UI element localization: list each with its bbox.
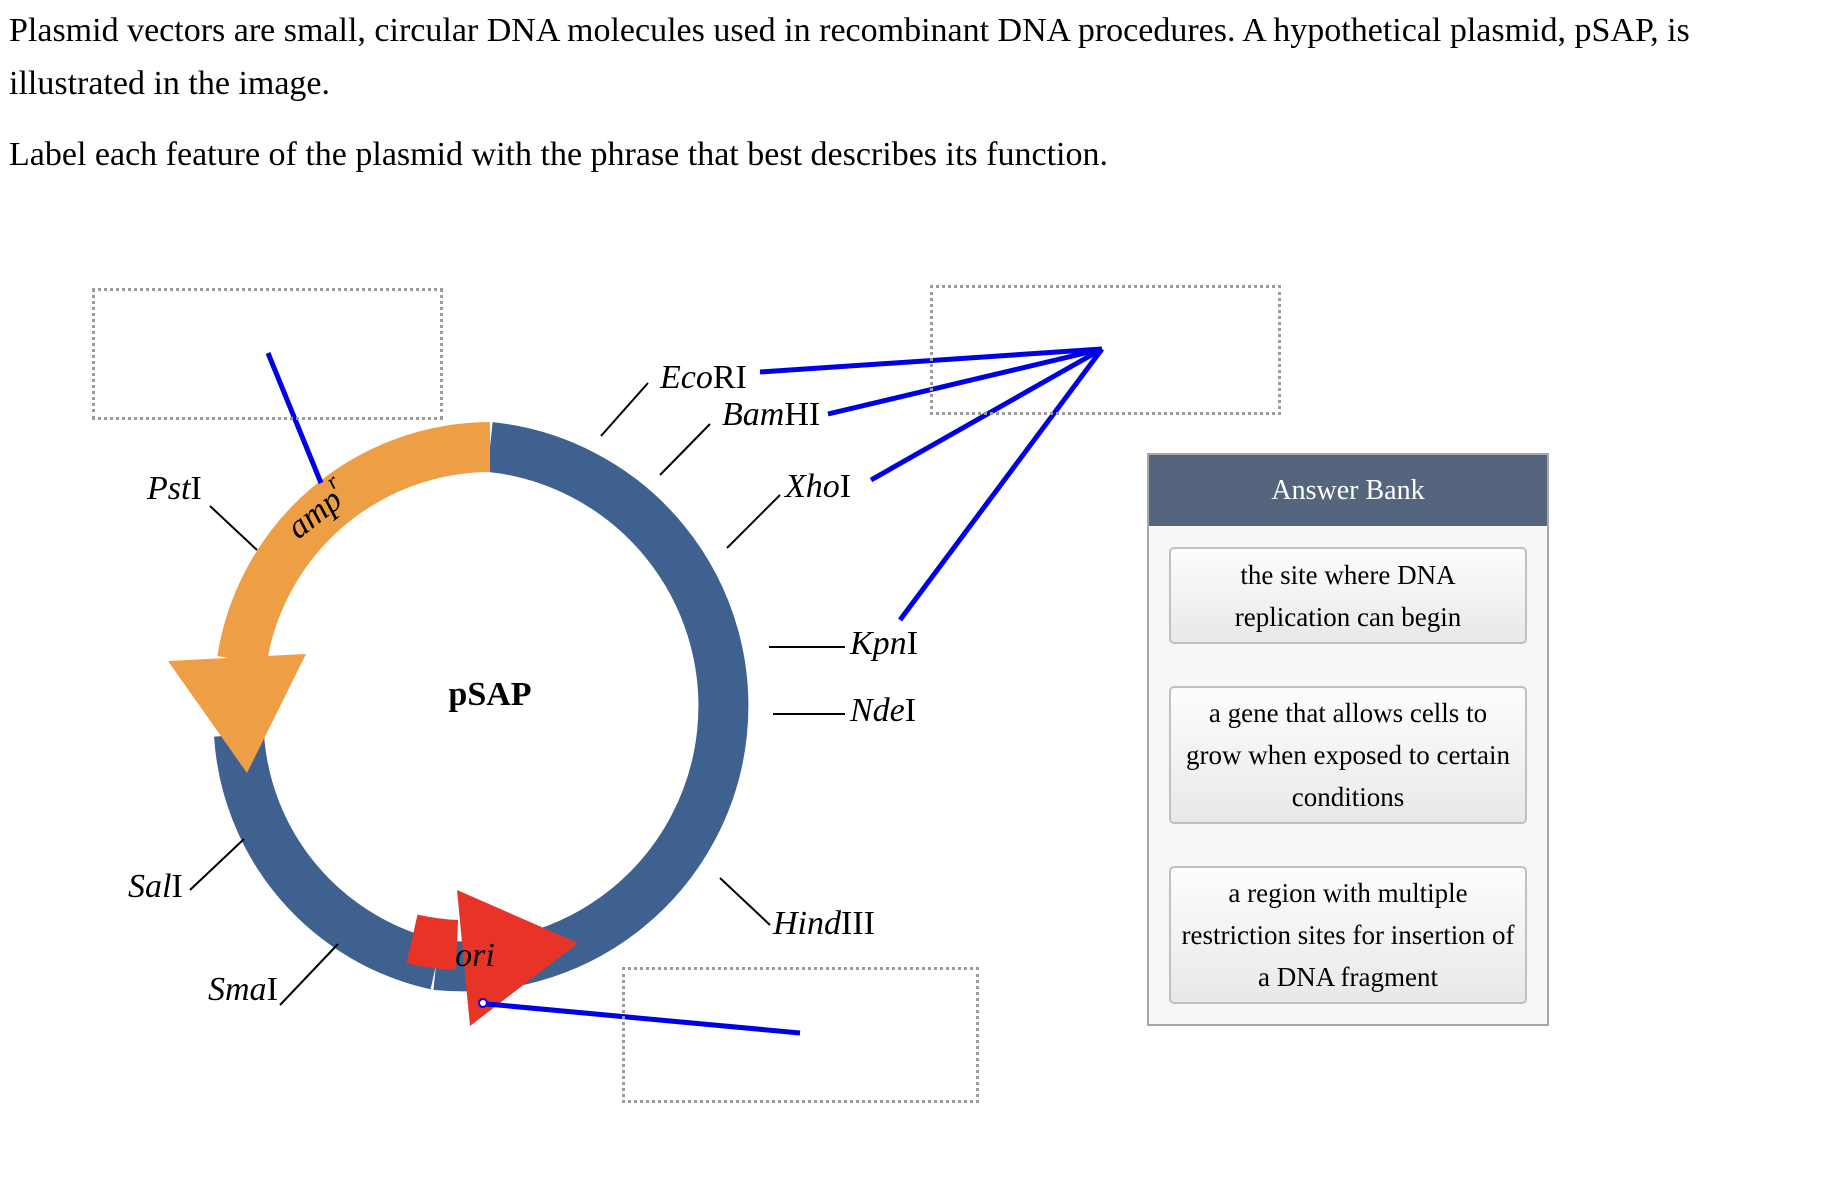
mcs-pointer-bamhi [827, 346, 1103, 417]
mcs-pointer-kpni [897, 347, 1105, 622]
restriction-site-ticks [189, 382, 845, 1006]
answer-chip-replication-origin[interactable]: the site where DNA replication can begin [1169, 547, 1527, 644]
kpni-label: KpnI [849, 625, 918, 662]
answer-bank: Answer Bank the site where DNA replicati… [1147, 453, 1549, 1026]
ori-pointer-anchor [478, 998, 488, 1008]
hindiii-label: HindIII [772, 905, 875, 942]
amp-gene-arrowhead [168, 654, 306, 773]
xhoi-tick [726, 494, 781, 549]
plasmid-name: pSAP [448, 676, 531, 713]
psti-tick [209, 505, 258, 551]
bamhi-tick [659, 423, 711, 476]
plasmid-backbone-left [214, 733, 442, 990]
ori-arc [406, 914, 459, 970]
ndei-label: NdeI [849, 692, 916, 729]
ori-pointer-line [486, 1001, 801, 1036]
drop-zone-mcs[interactable] [930, 285, 1281, 415]
xhoi-label: XhoI [783, 468, 851, 505]
smai-tick [279, 943, 339, 1006]
question-text: Plasmid vectors are small, circular DNA … [9, 4, 1829, 181]
amp-gene-arc [217, 422, 491, 665]
answer-chip-multiple-cloning-site[interactable]: a region with multiple restriction sites… [1169, 866, 1527, 1004]
ecori-label: EcoRI [659, 359, 747, 396]
bamhi-label: BamHI [722, 396, 820, 433]
question-paragraph-1: Plasmid vectors are small, circular DNA … [9, 12, 1690, 102]
ori-label: ori [455, 937, 495, 974]
answer-bank-title: Answer Bank [1149, 455, 1547, 526]
ori-arrowhead [457, 890, 578, 1026]
sali-tick [189, 838, 245, 891]
drop-zone-ori[interactable] [622, 967, 979, 1103]
hindiii-tick [719, 877, 771, 926]
psti-label: PstI [146, 470, 202, 507]
drop-zone-amp[interactable] [92, 288, 443, 420]
question-paragraph-2: Label each feature of the plasmid with t… [9, 136, 1108, 173]
ecori-tick [600, 382, 649, 437]
sali-label: SalI [128, 868, 183, 905]
answer-chip-resistance-gene[interactable]: a gene that allows cells to grow when ex… [1169, 686, 1527, 824]
smai-label: SmaI [208, 971, 278, 1008]
